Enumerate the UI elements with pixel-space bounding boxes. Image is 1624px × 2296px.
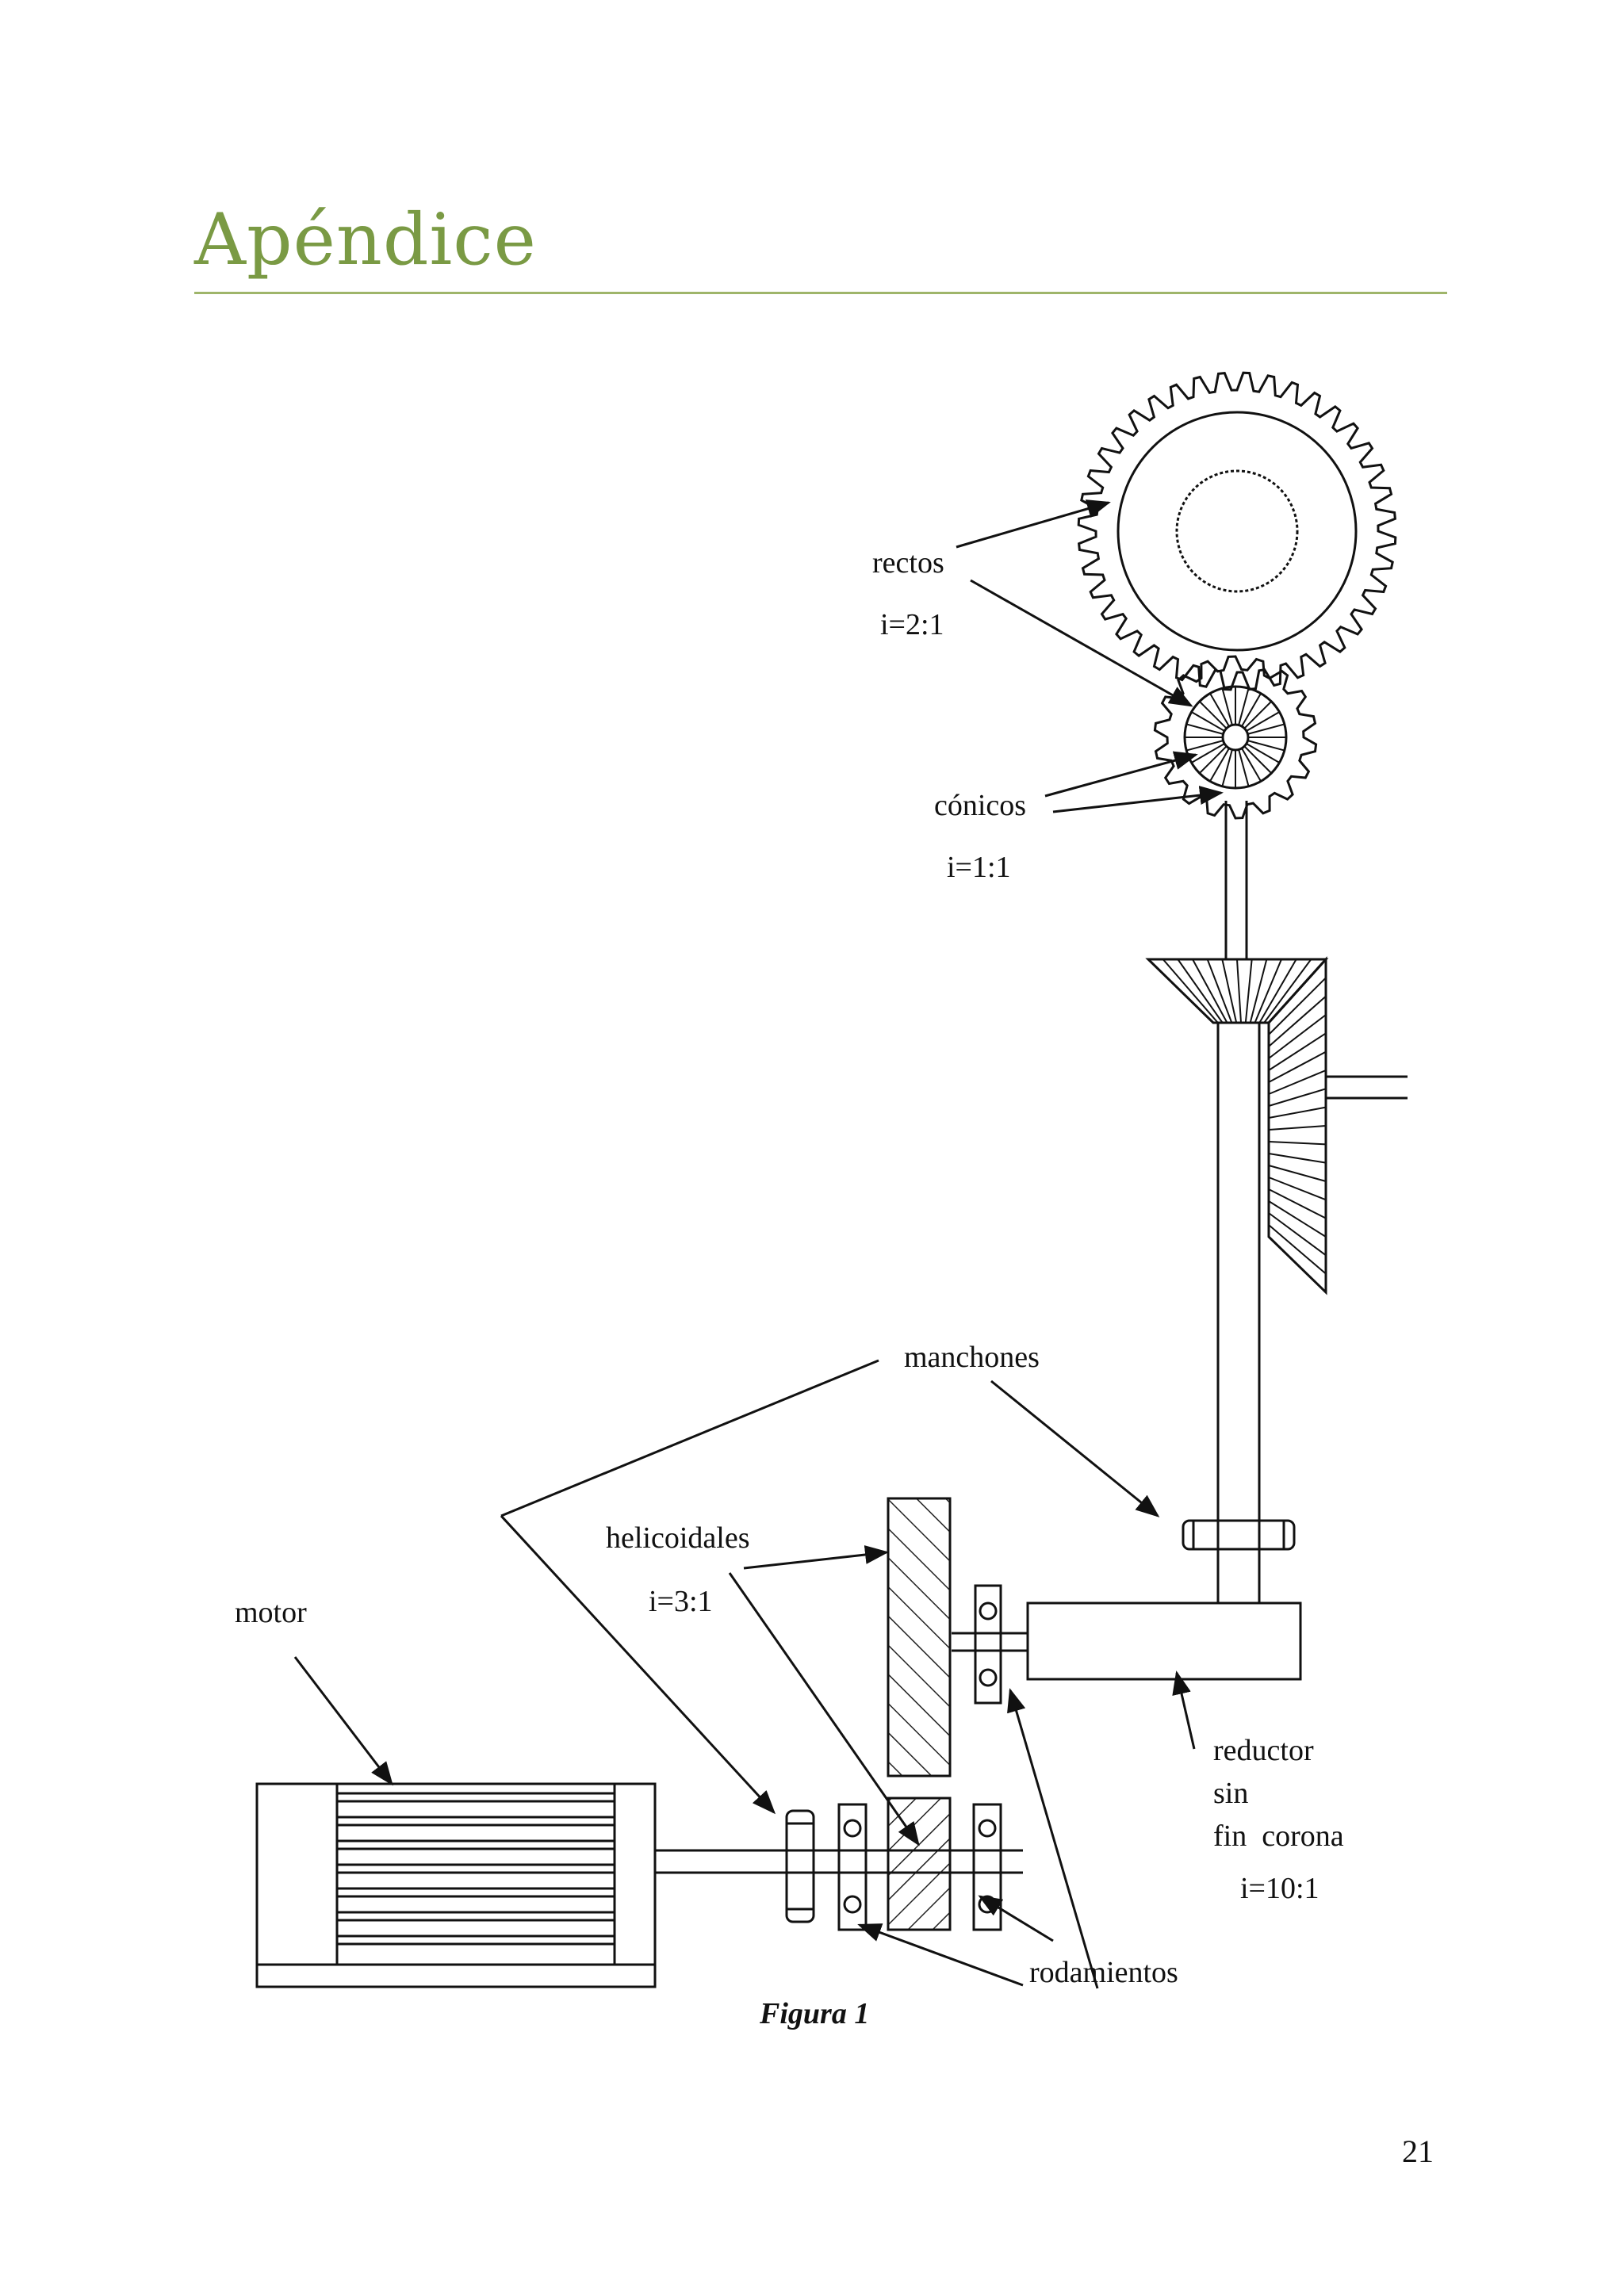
label-conicos: cónicos xyxy=(934,789,1026,822)
worm-reducer xyxy=(1026,1601,1302,1681)
bearing-upper xyxy=(974,1584,1002,1705)
label-motor: motor xyxy=(235,1596,307,1629)
figure-caption: Figura 1 xyxy=(759,1997,869,2030)
label-reductor-3: fin corona xyxy=(1213,1820,1344,1853)
motor-body xyxy=(255,1782,657,1988)
large-spur-gear xyxy=(1077,371,1397,691)
small-spur-gear xyxy=(1153,655,1318,820)
vertical-coupling xyxy=(1182,1519,1296,1551)
heading-rule xyxy=(194,292,1447,294)
label-reductor-ratio: i=10:1 xyxy=(1240,1872,1320,1905)
helical-gear-large xyxy=(887,1497,952,1777)
page-number: 21 xyxy=(1402,2133,1434,2169)
label-reductor-1: reductor xyxy=(1213,1734,1314,1767)
bearing-lower-left xyxy=(837,1803,868,1931)
bearing-lower-right xyxy=(972,1803,1002,1931)
helical-gear-small xyxy=(887,1797,952,1931)
label-conicos-ratio: i=1:1 xyxy=(947,851,1011,884)
label-rectos-ratio: i=2:1 xyxy=(880,608,944,641)
label-helicoidales-ratio: i=3:1 xyxy=(649,1585,713,1618)
label-rodamientos: rodamientos xyxy=(1029,1956,1178,1989)
lower-shaft xyxy=(1216,1023,1261,1603)
upper-shaft xyxy=(1224,801,1248,959)
label-rectos: rectos xyxy=(872,546,944,580)
page-heading: Apéndice xyxy=(194,198,537,281)
label-helicoidales: helicoidales xyxy=(606,1521,749,1555)
bevel-gear-pair xyxy=(1145,956,1408,1295)
label-reductor-2: sin xyxy=(1213,1777,1248,1810)
motor-coupling xyxy=(785,1809,815,1923)
intermediate-shaft xyxy=(952,1632,1028,1652)
label-manchones: manchones xyxy=(904,1341,1040,1374)
leader-lines xyxy=(293,499,1224,1989)
